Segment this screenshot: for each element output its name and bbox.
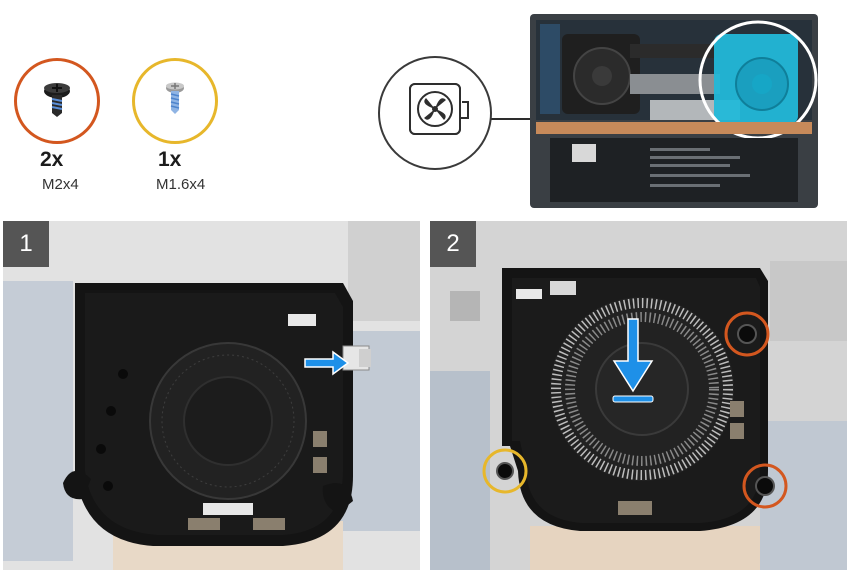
step-2-badge: 2 (430, 221, 476, 267)
screw-m16x4-qty: 1x (158, 148, 182, 171)
fan-locator-circle (378, 56, 492, 170)
screw-hole-m2x4-top (724, 311, 770, 357)
screw-m2x4-ring (14, 58, 100, 144)
step-1-image (3, 221, 420, 570)
screw-m16x4-icon (166, 82, 184, 114)
screw-hole-m2x4-bottom (742, 463, 788, 509)
laptop-overview-image (530, 14, 818, 208)
fan-icon (409, 83, 469, 135)
step-1-badge: 1 (3, 221, 49, 267)
screw-m2x4-size: M2x4 (42, 176, 79, 193)
screw-m16x4-size: M1.6x4 (156, 176, 206, 193)
screw-m2x4-qty: 2x (40, 148, 64, 171)
disconnect-arrow-icon (304, 350, 350, 376)
step-1-panel: 1 (3, 221, 420, 570)
screw-hole-m16x4 (482, 448, 528, 494)
step-2-image (430, 221, 847, 570)
lower-fan-arrow-icon (612, 318, 654, 393)
step-2-panel: 2 (430, 221, 847, 570)
screw-m16x4-ring (132, 58, 218, 144)
screw-m2x4-icon (44, 83, 70, 117)
